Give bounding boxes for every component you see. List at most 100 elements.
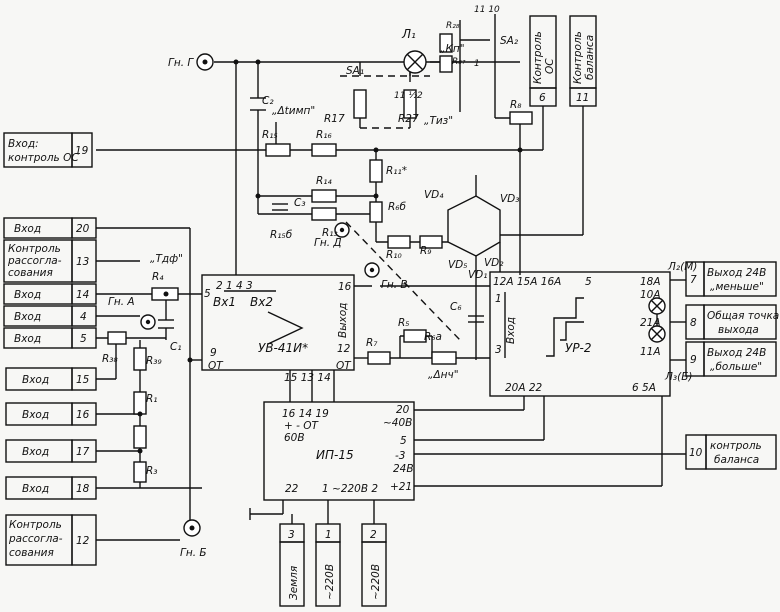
terminal-19-label2: контроль ОС <box>8 152 79 164</box>
label-r39: R₃₉ <box>146 355 163 367</box>
jack-gnv-center <box>369 267 375 273</box>
label-vd3: VD₃ <box>500 193 519 205</box>
ip15-pins-220: 1 ~220В 2 <box>322 483 378 495</box>
lamp-l1-cross-b <box>406 53 424 71</box>
junction-dot <box>373 147 379 153</box>
resistor-r11 <box>369 159 383 183</box>
label-r38: R₃₈ <box>102 353 119 365</box>
terminal-12-label2: рассогла- <box>8 533 63 545</box>
jack-gnb-center <box>189 525 195 531</box>
terminal-3-num: 3 <box>288 529 295 541</box>
terminal-5-label: Вход <box>14 333 41 345</box>
terminal-2-box <box>361 541 387 607</box>
lamp-l2-cross-b <box>650 299 664 313</box>
ur2-relay-line-lower <box>560 321 584 341</box>
terminal-8-label2: выхода <box>718 324 759 336</box>
uv41-vx1: Вх1 <box>213 295 236 309</box>
terminal-20-num: 20 <box>76 223 90 235</box>
label-dnch: „Δнч" <box>428 369 459 381</box>
resistor-r10 <box>387 235 411 249</box>
label-dt: „Δtимп" <box>272 105 315 117</box>
terminal-16-label: Вход <box>22 409 49 421</box>
label-l3: Л₃(Б) <box>664 371 693 383</box>
lamp-l3-cross-b <box>650 327 664 341</box>
ip15-pin-plus21: +21 <box>390 481 412 493</box>
uv41-pins-bottom: 15 13 14 <box>284 372 331 384</box>
terminal-3-label: Земля <box>288 566 300 600</box>
label-r27: R27 <box>398 113 419 125</box>
label-r15: R₁₅ <box>262 129 278 141</box>
label-r6a: R₆а <box>424 331 442 343</box>
label-l2: Л₂(М) <box>667 261 697 273</box>
ur2-pin18a: 18А <box>640 276 661 288</box>
junction-dot <box>255 193 261 199</box>
terminal-19-num-box <box>71 132 93 168</box>
ip15-40v: ~40В <box>383 417 412 429</box>
ur2-pins-bottom: 20А 22 <box>505 382 543 394</box>
uv41-vx2: Вх2 <box>250 295 273 309</box>
terminal-11-label2: баланса <box>584 35 596 80</box>
ur2-pin11a: 11А <box>640 346 661 358</box>
terminal-6-num: 6 <box>539 92 546 104</box>
terminal-4-label: Вход <box>14 311 41 323</box>
label-r11: R₁₁* <box>386 165 407 177</box>
label-vd4: VD₄ <box>424 189 444 201</box>
uv41-pins-top: 2 1 4 3 <box>216 280 253 292</box>
terminal-2-label: ~220В <box>370 564 382 600</box>
terminal-2-num: 2 <box>370 529 377 541</box>
terminal-7-num: 7 <box>690 274 697 286</box>
label-gnb: Гн. Б <box>180 547 207 559</box>
terminal-12-label3: сования <box>9 547 54 559</box>
resistor-r39 <box>133 347 147 371</box>
ip15-block <box>263 401 415 501</box>
terminal-10-label2: баланса <box>714 454 759 466</box>
amplifier-triangle-icon <box>267 311 304 345</box>
uv41-pin12: 12 <box>337 343 351 355</box>
resistor-r37 <box>439 55 453 73</box>
ur2-pin5: 5 <box>585 276 592 288</box>
junction-dot <box>163 291 169 297</box>
ip15-pin5: 5 <box>400 435 407 447</box>
label-r10: R₁₀ <box>386 249 403 261</box>
ur2-name: УР-2 <box>565 341 592 355</box>
junction-dot <box>233 59 239 65</box>
junction-dot <box>255 59 261 65</box>
terminal-7-label2: „меньше" <box>710 281 764 293</box>
terminal-13-label2: рассогла- <box>7 255 62 267</box>
ur2-pins-6-5a: 6 5А <box>632 382 656 394</box>
resistor-r14 <box>311 189 337 203</box>
ip15-pins-l2: + - ОТ <box>284 420 320 432</box>
label-tdf: „Тдф" <box>150 253 183 265</box>
terminal-17-label: Вход <box>22 446 49 458</box>
terminal-16-num: 16 <box>76 409 90 421</box>
terminal-8-label1: Общая точка <box>707 310 779 322</box>
terminal-11-num: 11 <box>576 92 589 104</box>
junction-dot <box>137 411 143 417</box>
terminal-13-num: 13 <box>76 256 89 268</box>
resistor-r17 <box>353 89 367 119</box>
ur2-pin3: 3 <box>495 344 502 356</box>
terminal-7-label1: Выход 24В <box>707 267 766 279</box>
label-vd2: VD₂ <box>484 257 504 269</box>
terminal-14-num: 14 <box>76 289 89 301</box>
terminal-9-box <box>703 341 777 377</box>
label-kp: „Кп" <box>440 43 465 55</box>
terminal-4-num: 4 <box>80 311 87 323</box>
label-sw-11-10: 11 10 <box>474 5 500 15</box>
uv41-ot-left: ОТ <box>208 360 224 372</box>
label-r37: R₃₇ <box>452 57 466 67</box>
jack-gnd-center <box>339 227 345 233</box>
ip15-pin22: 22 <box>285 483 299 495</box>
label-c1: C₁ <box>170 341 182 353</box>
terminal-7-box <box>703 261 777 297</box>
terminal-6-label2: ОС <box>544 58 556 74</box>
terminal-1-num: 1 <box>325 529 332 541</box>
label-r4: R₄ <box>152 271 164 283</box>
uv41-vyhod: Выход <box>337 303 349 338</box>
terminal-1-label: ~220В <box>324 564 336 600</box>
ip15-pin20: 20 <box>396 404 410 416</box>
label-gnv: Гн. В <box>381 279 408 291</box>
junction-dot <box>373 193 379 199</box>
uv41-pin9: 9 <box>210 347 217 359</box>
